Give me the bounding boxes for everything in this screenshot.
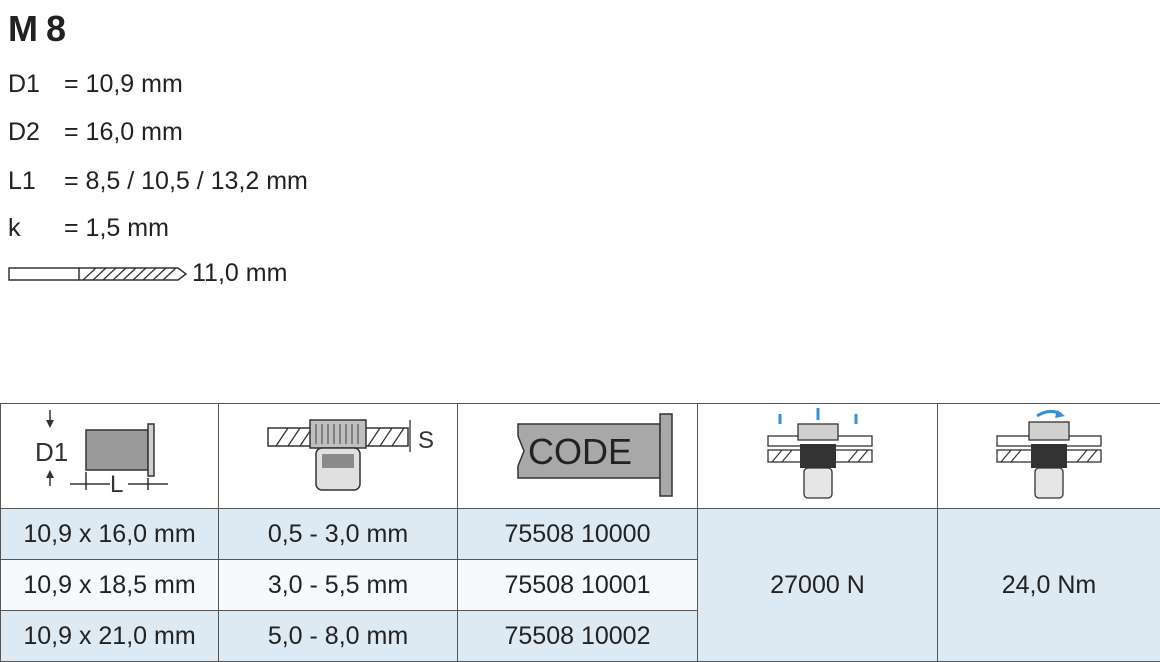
spec-d1: D1= 10,9 mm <box>8 67 183 101</box>
size-cell: 10,9 x 21,0 mm <box>1 611 219 662</box>
drill-value: 11,0 mm <box>192 259 287 287</box>
force-cell: 27000 N <box>698 509 938 662</box>
l-label: L <box>110 471 123 498</box>
header-dimension: D1 L <box>1 404 219 509</box>
table-row: 10,9 x 16,0 mm 0,5 - 3,0 mm 75508 10000 … <box>1 509 1160 560</box>
spec-value: = 1,5 mm <box>64 211 169 245</box>
code-cell: 75508 10002 <box>458 611 698 662</box>
code-cell: 75508 10001 <box>458 560 698 611</box>
drill-bit-icon <box>8 265 188 283</box>
page-title: M 8 <box>8 8 65 50</box>
grip-cell: 3,0 - 5,5 mm <box>219 560 458 611</box>
s-label: S <box>418 427 434 454</box>
code-icon: CODE <box>468 406 688 506</box>
spec-d2: D2= 16,0 mm <box>8 115 183 149</box>
drill-size: 11,0 mm <box>8 256 287 290</box>
spec-value: = 10,9 mm <box>64 67 183 101</box>
spec-label: L1 <box>8 164 64 198</box>
size-cell: 10,9 x 18,5 mm <box>1 560 219 611</box>
grip-cell: 0,5 - 3,0 mm <box>219 509 458 560</box>
torque-icon <box>949 406 1149 506</box>
spec-value: = 16,0 mm <box>64 115 183 149</box>
grip-cell: 5,0 - 8,0 mm <box>219 611 458 662</box>
grip-range-icon: S <box>228 406 448 506</box>
code-label: CODE <box>528 431 632 472</box>
spec-k: k= 1,5 mm <box>8 211 169 245</box>
header-code: CODE <box>458 404 698 509</box>
torque-cell: 24,0 Nm <box>938 509 1160 662</box>
header-torque <box>938 404 1160 509</box>
spec-value: = 8,5 / 10,5 / 13,2 mm <box>64 164 308 198</box>
code-cell: 75508 10000 <box>458 509 698 560</box>
header-force <box>698 404 938 509</box>
tensile-force-icon <box>708 406 928 506</box>
table-header-row: D1 L S <box>1 404 1160 509</box>
rivet-nut-dimension-icon: D1 L <box>10 406 210 506</box>
size-cell: 10,9 x 16,0 mm <box>1 509 219 560</box>
spec-label: k <box>8 211 64 245</box>
spec-l1: L1= 8,5 / 10,5 / 13,2 mm <box>8 164 308 198</box>
header-grip: S <box>219 404 458 509</box>
spec-label: D2 <box>8 115 64 149</box>
d1-label: D1 <box>35 437 68 467</box>
product-table: D1 L S <box>0 403 1160 662</box>
spec-label: D1 <box>8 67 64 101</box>
